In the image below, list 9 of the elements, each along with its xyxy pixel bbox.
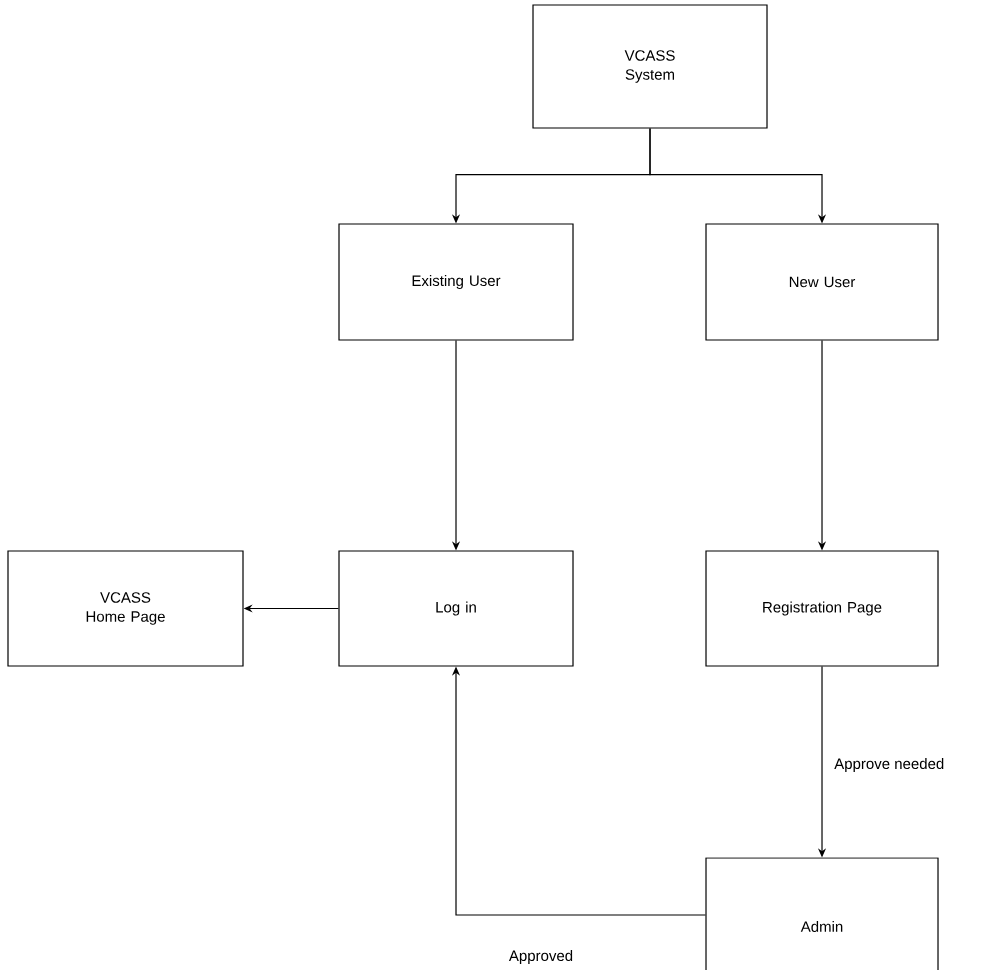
process-box: Log in — [338, 550, 574, 667]
process-box: Admin — [705, 857, 939, 970]
process-box: Registration Page — [705, 550, 939, 667]
edge-label: Approved — [507, 949, 575, 965]
process-box: New User — [705, 223, 939, 341]
process-box: VCASS Home Page — [7, 550, 244, 667]
edge-label: Approve needed — [833, 757, 946, 773]
process-box: VCASS System — [532, 4, 768, 129]
process-box: Existing User — [338, 223, 574, 341]
